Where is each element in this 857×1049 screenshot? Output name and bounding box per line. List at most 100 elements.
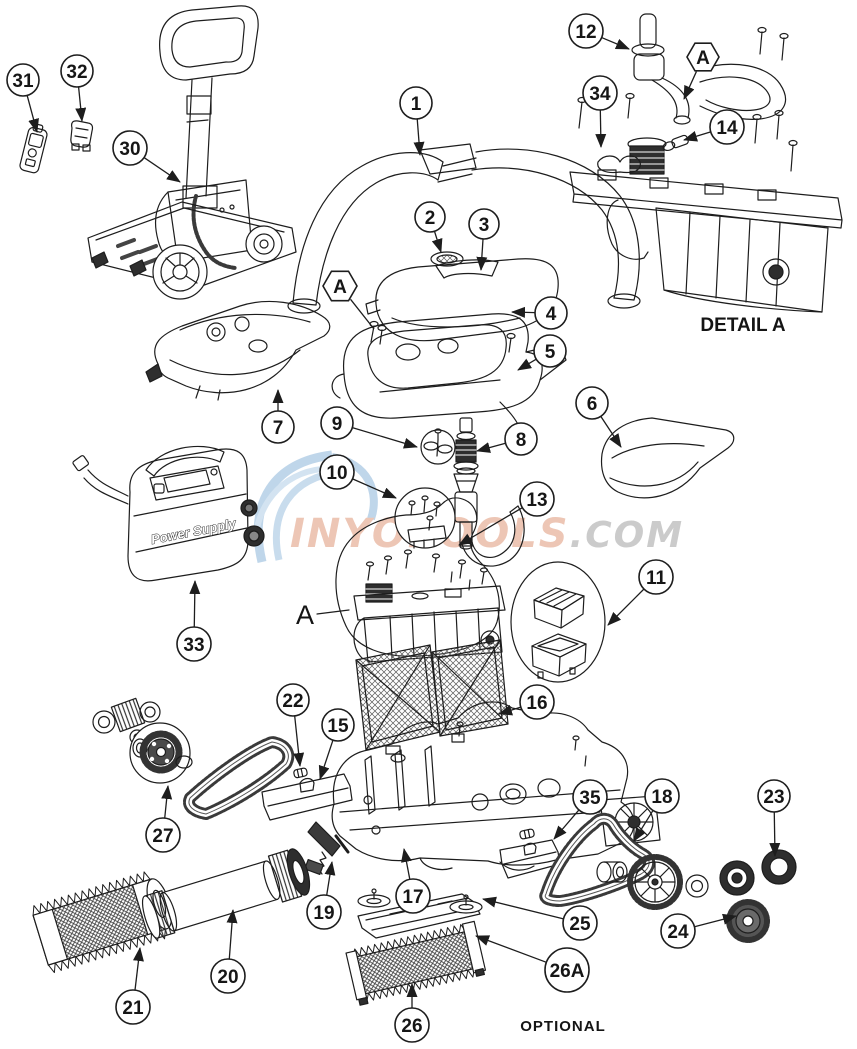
callout-27: 27: [145, 785, 181, 853]
callout-5: 5: [517, 334, 567, 371]
optional-label: OPTIONAL: [520, 1018, 606, 1035]
callout-10: 10: [319, 454, 397, 499]
callout-26: 26: [394, 983, 430, 1043]
callout-6-label: 6: [587, 394, 598, 415]
callout-3: 3: [468, 208, 500, 271]
callout-34-leader: [595, 109, 607, 148]
callout-15-leader: [318, 739, 334, 780]
callout-6: 6: [575, 386, 622, 448]
callout-15-bubble: [321, 708, 355, 742]
callout-9-leader: [352, 426, 418, 449]
motor-block: [353, 549, 506, 663]
callout-17: 17: [395, 848, 431, 914]
callout-21-label: 21: [122, 998, 144, 1019]
callout-13-leader: [458, 507, 523, 546]
power-supply: [72, 445, 265, 582]
callout-12-leader: [601, 36, 630, 50]
callout-3-label: 3: [479, 215, 490, 236]
callout-32-label: 32: [66, 62, 87, 83]
washer-discs: [357, 888, 483, 914]
callout-17-bubble: [395, 878, 431, 914]
wheel-tube: [141, 848, 311, 939]
callout-26-label: 26: [401, 1016, 422, 1037]
callout-34-bubble: [582, 75, 618, 111]
callout-22-leader: [293, 715, 305, 767]
callout-5-leader: [517, 358, 537, 371]
callout-4-label: 4: [546, 304, 557, 325]
callout-5-label: 5: [545, 342, 556, 363]
callout-18-bubble: [644, 778, 680, 814]
drive-shaft: [453, 417, 479, 550]
callout-7-bubble: [261, 410, 295, 444]
mounting-clip: [70, 120, 94, 152]
detail-a-label: DETAIL A: [700, 315, 785, 336]
callout-21-bubble: [115, 989, 151, 1025]
callout-25-bubble: [562, 905, 598, 941]
callout-1-leader: [413, 118, 425, 156]
callout-8-label: 8: [516, 430, 527, 451]
callout-17-leader: [401, 848, 412, 880]
callout-26A-bubble: [544, 947, 590, 993]
assembly-a-outline: [316, 497, 500, 657]
float-handle: [287, 143, 641, 314]
callout-33-leader: [189, 580, 201, 628]
callout-9: 9: [320, 406, 418, 449]
callout-32-leader: [75, 86, 87, 122]
callout-3-bubble: [468, 208, 500, 240]
callout-11: 11: [607, 559, 674, 626]
track-left: [183, 736, 295, 820]
callout-19-leader: [324, 861, 336, 896]
side-panel: [600, 417, 735, 499]
callout-12-bubble: [568, 13, 604, 49]
callout-26A-leader: [475, 935, 547, 963]
callout-34: 34: [582, 75, 618, 148]
callout-a-detail-bubble: [686, 42, 720, 72]
callout-7: 7: [261, 389, 295, 444]
callout-24-leader: [694, 913, 737, 928]
callout-a-mid-leader: [350, 298, 375, 330]
callout-34-label: 34: [589, 84, 611, 105]
callout-27-leader: [161, 785, 173, 819]
callout-20-bubble: [210, 958, 246, 994]
callout-27-bubble: [145, 817, 181, 853]
side-plate-left: [261, 767, 353, 821]
screws-detail: [394, 487, 456, 549]
callout-22-bubble: [276, 683, 310, 717]
callout-9-label: 9: [332, 414, 343, 435]
callout-35-bubble: [572, 779, 608, 815]
callout-16-bubble: [519, 684, 555, 720]
callout-3-leader: [476, 238, 488, 271]
callout-25: 25: [482, 896, 598, 941]
callout-16-label: 16: [526, 693, 547, 714]
assembly-a-letter: A: [296, 600, 314, 630]
callout-10-label: 10: [326, 463, 347, 484]
callout-22: 22: [276, 683, 310, 767]
callout-2-bubble: [414, 201, 446, 233]
callout-30-bubble: [112, 130, 148, 166]
callout-11-label: 11: [646, 568, 667, 589]
callout-32-bubble: [60, 54, 94, 88]
caddy-cart: [87, 5, 297, 300]
callout-33: 33: [176, 580, 212, 662]
callout-18: 18: [633, 778, 680, 842]
callout-17-label: 17: [402, 887, 423, 908]
callout-14: 14: [683, 109, 745, 145]
callout-18-label: 18: [651, 787, 672, 808]
power-supply-label: Power Supply: [150, 516, 238, 547]
callout-24-bubble: [660, 913, 696, 949]
callout-30-label: 30: [119, 139, 140, 160]
callout-23-label: 23: [763, 787, 784, 808]
callout-21-leader: [133, 947, 144, 991]
callout-12-label: 12: [575, 22, 596, 43]
callout-13-label: 13: [526, 490, 547, 511]
callout-2-leader: [431, 231, 443, 253]
callout-35-leader: [553, 809, 580, 840]
callout-31: 31: [6, 63, 40, 133]
callout-14-leader: [683, 130, 711, 142]
callout-1-label: 1: [411, 94, 422, 115]
callout-a-detail-label: A: [696, 48, 710, 69]
callout-19: 19: [306, 861, 342, 930]
callout-7-label: 7: [273, 418, 284, 439]
callout-18-leader: [633, 810, 654, 842]
callout-33-label: 33: [183, 635, 204, 656]
